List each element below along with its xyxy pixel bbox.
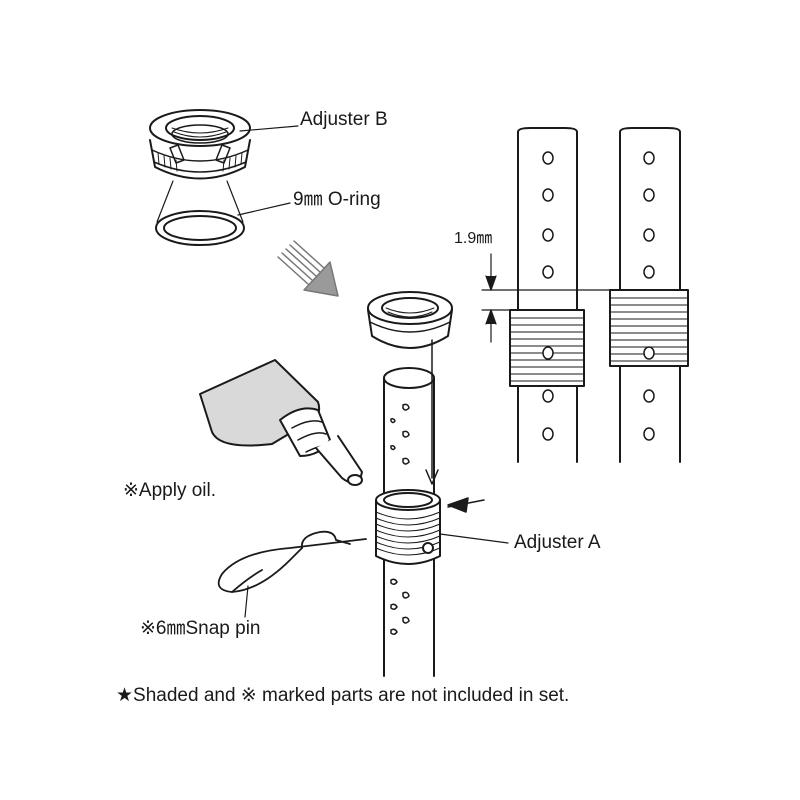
dimension-label: 1.9㎜ bbox=[454, 230, 493, 247]
shaft-comparison-left bbox=[509, 127, 585, 463]
apply-oil-label: ※Apply oil. bbox=[123, 480, 217, 501]
o-ring-drawing bbox=[155, 180, 245, 246]
rotation-arrow bbox=[447, 497, 485, 513]
shaft-comparison-right bbox=[609, 127, 689, 463]
adjuster-a-label: Adjuster A bbox=[514, 532, 601, 553]
dimension-guide bbox=[481, 253, 611, 343]
shock-shaft-drawing bbox=[383, 367, 435, 677]
footnote: ★Shaded and ※ marked parts are not inclu… bbox=[116, 685, 570, 706]
adjuster-b-label: Adjuster B bbox=[300, 109, 388, 130]
snap-pin-drawing bbox=[217, 530, 367, 618]
oil-tube-drawing bbox=[199, 359, 363, 486]
snap-pin-label: ※6㎜Snap pin bbox=[140, 618, 261, 639]
adjuster-b-assembled-drawing bbox=[367, 291, 453, 349]
o-ring-label: 9㎜ O-ring bbox=[293, 189, 381, 210]
adjuster-b-drawing bbox=[149, 109, 251, 180]
o-ring-leader bbox=[237, 202, 291, 216]
down-arrow bbox=[425, 339, 439, 485]
adjuster-b-leader bbox=[239, 125, 299, 132]
diagonal-assembly-arrow bbox=[277, 240, 339, 297]
adjuster-a-leader bbox=[439, 533, 509, 544]
adjuster-a-drawing bbox=[375, 489, 441, 565]
